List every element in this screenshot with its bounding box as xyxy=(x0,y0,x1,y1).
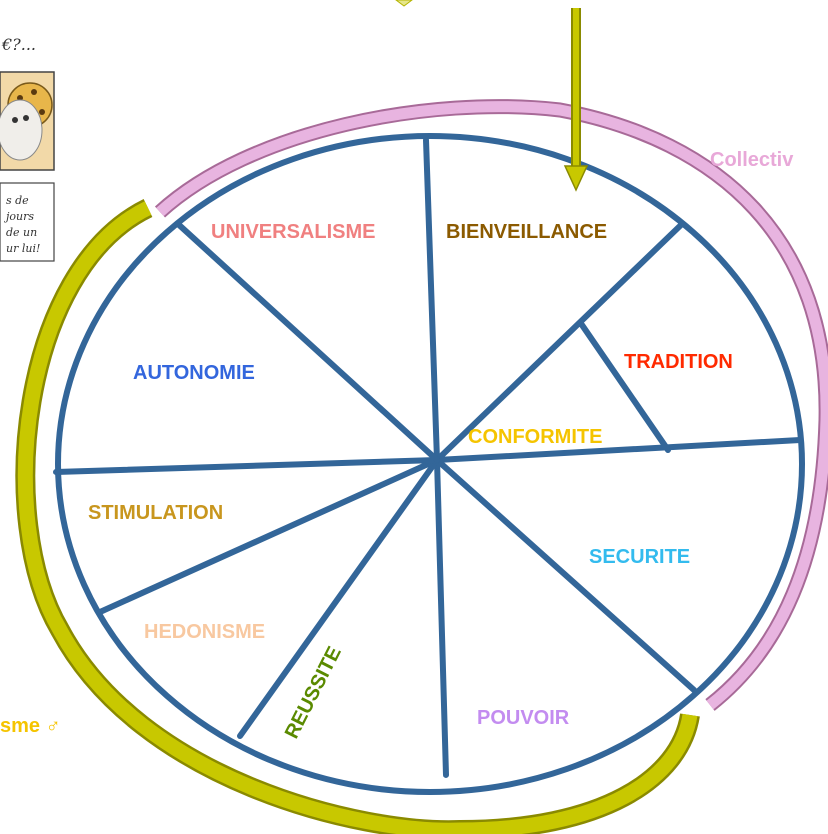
divider-line xyxy=(434,437,803,463)
divider-line xyxy=(434,221,685,463)
comic-note-box xyxy=(0,182,55,262)
divider-line xyxy=(53,457,440,475)
label-autonomie: AUTONOMIE xyxy=(133,362,255,384)
top-arrow-fragment xyxy=(395,0,413,7)
divider-line xyxy=(423,137,440,463)
label-stimulation: STIMULATION xyxy=(88,502,223,524)
wheel-dividers xyxy=(53,137,803,778)
divider-line xyxy=(579,322,671,453)
divider-line xyxy=(434,457,697,693)
label-bienveillance: BIENVEILLANCE xyxy=(446,221,607,243)
comic-top-text: €?... xyxy=(1,35,36,54)
label-conformite: CONFORMITE xyxy=(468,426,602,448)
note-line: s de xyxy=(6,194,29,207)
note-line: ur lui! xyxy=(6,242,40,255)
divider-line xyxy=(175,221,440,463)
hair-icon xyxy=(0,99,43,161)
divider-line xyxy=(237,457,440,739)
label-tradition: TRADITION xyxy=(624,351,733,373)
individualism-arc xyxy=(17,201,698,834)
collectivism-arc xyxy=(156,101,828,710)
note-line: de un xyxy=(6,226,37,239)
label-hedonisme: HEDONISME xyxy=(144,621,265,643)
divider-line xyxy=(97,457,440,615)
comic-fragment: €?... s de jours de un ur lui! xyxy=(0,35,55,262)
label-pouvoir: POUVOIR xyxy=(477,707,570,729)
label-collectivisme: Collectiv xyxy=(710,149,794,171)
divider-line xyxy=(434,457,449,778)
label-universalisme: UNIVERSALISME xyxy=(211,221,375,243)
arrow-down-icon xyxy=(563,165,589,192)
label-individualisme: sme ♂ xyxy=(0,715,61,737)
note-line: jours xyxy=(3,210,34,223)
label-securite: SECURITE xyxy=(589,546,690,568)
